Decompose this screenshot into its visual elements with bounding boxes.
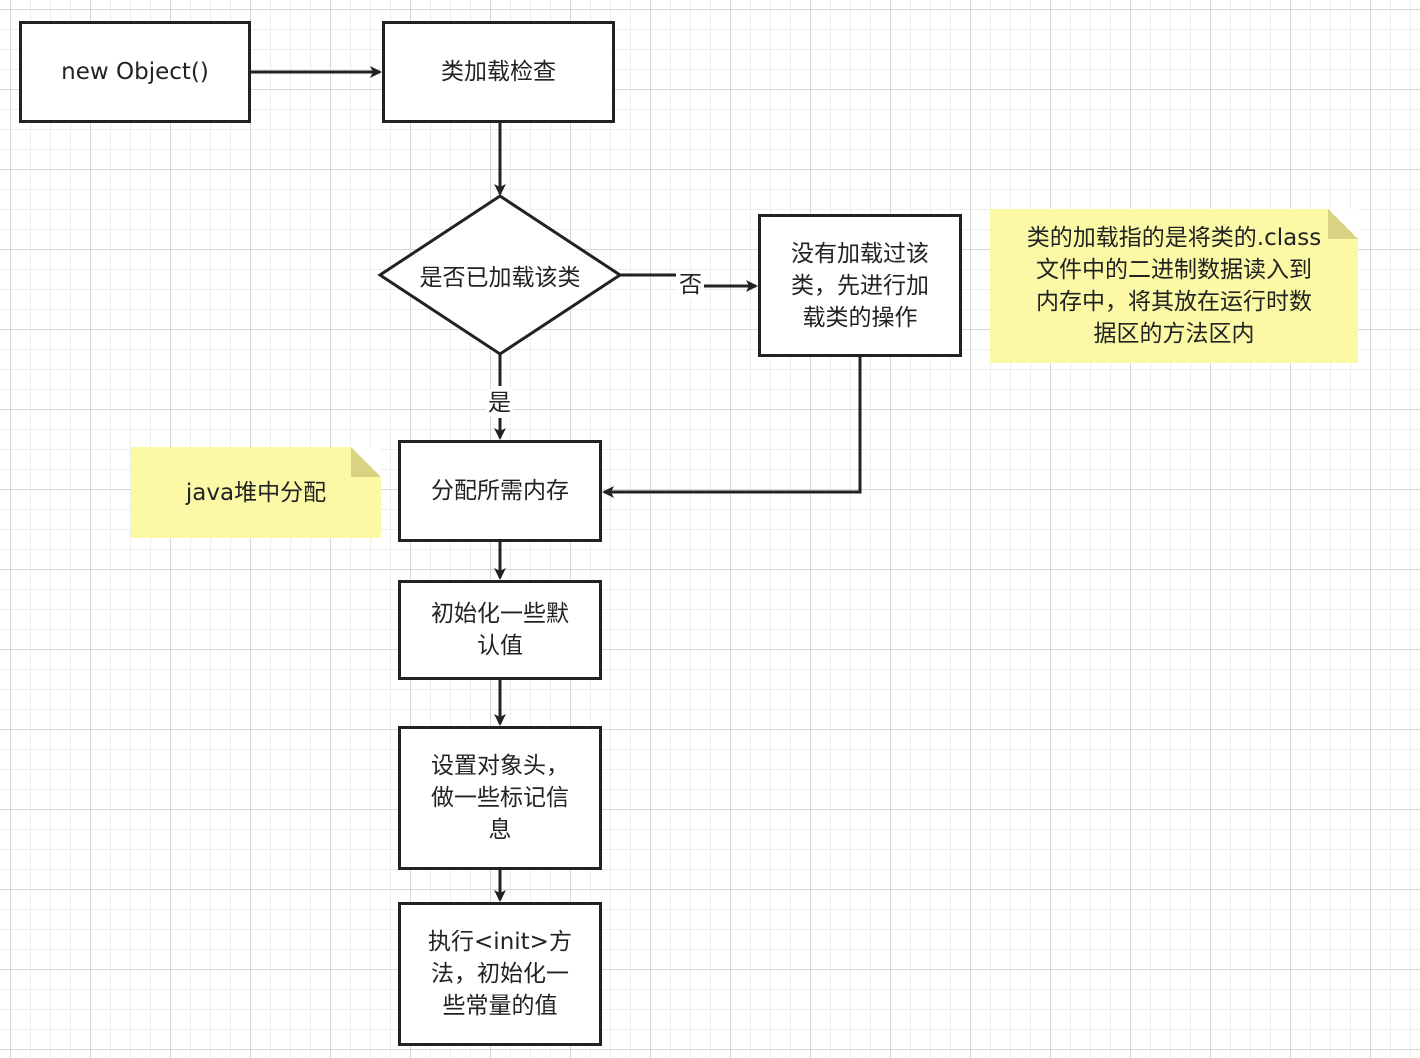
note-heap-text: java堆中分配 — [185, 479, 327, 506]
node-init-default-label: 初始化一些默 认值 — [431, 601, 569, 659]
node-new-object-label: new Object() — [61, 59, 209, 85]
edge-label-no: 否 — [677, 271, 704, 299]
node-set-header-label: 设置对象头， 做一些标记信 息 — [431, 753, 569, 843]
node-class-check[interactable]: 类加载检查 — [382, 21, 615, 123]
node-load-class-label: 没有加载过该 类，先进行加 载类的操作 — [791, 240, 929, 331]
edge-load-to-allocate — [602, 355, 862, 498]
note-heap: java堆中分配 — [131, 447, 381, 538]
note-class-loading: 类的加载指的是将类的.class 文件中的二进制数据读入到 内存中，将其放在运行… — [990, 209, 1358, 363]
note-class-loading-text: 类的加载指的是将类的.class 文件中的二进制数据读入到 内存中，将其放在运行… — [1026, 225, 1322, 347]
edge-label-yes: 是 — [486, 389, 513, 417]
node-class-check-label: 类加载检查 — [441, 59, 556, 85]
node-load-class[interactable]: 没有加载过该 类，先进行加 载类的操作 — [758, 214, 962, 357]
node-new-object[interactable]: new Object() — [19, 21, 251, 123]
node-allocate-label: 分配所需内存 — [431, 478, 569, 504]
node-exec-init[interactable]: 执行<init>方 法，初始化一 些常量的值 — [398, 902, 602, 1046]
note-fold-corner — [1328, 209, 1358, 239]
decision-label: 是否已加载该类 — [419, 265, 581, 291]
node-set-header[interactable]: 设置对象头， 做一些标记信 息 — [398, 726, 602, 870]
node-exec-init-label: 执行<init>方 法，初始化一 些常量的值 — [428, 929, 572, 1019]
node-init-default[interactable]: 初始化一些默 认值 — [398, 580, 602, 680]
note-fold-corner — [351, 447, 381, 477]
node-allocate[interactable]: 分配所需内存 — [398, 440, 602, 542]
